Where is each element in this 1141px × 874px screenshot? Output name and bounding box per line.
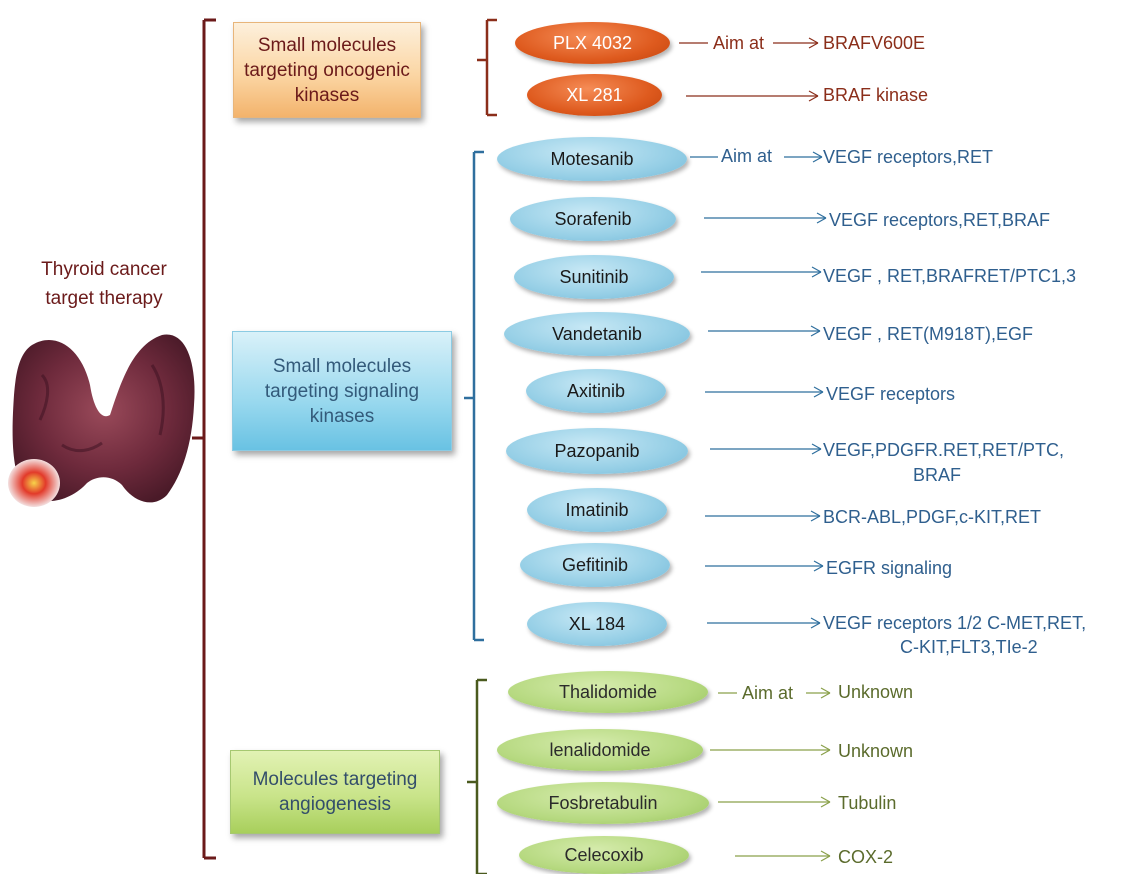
tumor-nodule (8, 459, 60, 507)
arrow-head (813, 565, 824, 572)
drug-name: Sunitinib (559, 266, 629, 287)
drug-name: XL 184 (568, 613, 626, 634)
drug-pill-sorafenib: Sorafenib (510, 197, 676, 241)
aim-at-label: Aim at (713, 33, 765, 53)
arrow-head (808, 90, 819, 97)
drug-name: PLX 4032 (552, 32, 633, 53)
arrow-head (812, 151, 823, 158)
drug-pill-vandetanib: Vandetanib (504, 312, 690, 356)
category-label: Small molecules targeting signaling kina… (264, 355, 420, 427)
arrow-head (813, 560, 824, 567)
target-label: BCR-ABL,PDGF,c-KIT,RET (823, 507, 1042, 527)
drug-pill-imatinib: Imatinib (527, 488, 667, 532)
arrow-head (808, 37, 819, 44)
drug-name: XL 281 (566, 84, 623, 105)
target-label: VEGF receptors,RET (823, 147, 994, 167)
drug-name: Gefitinib (561, 554, 629, 575)
drug-pill-thalidomide: Thalidomide (508, 671, 708, 713)
drug-name: Axitinib (566, 380, 626, 401)
arrow-head (810, 325, 821, 332)
arrow-head (808, 42, 819, 49)
arrow-head (808, 95, 819, 102)
arrow-head (810, 622, 821, 629)
drug-pill-motesanib: Motesanib (497, 137, 687, 181)
arrow-head (813, 391, 824, 398)
target-label: VEGF receptors (826, 384, 956, 404)
drug-pill-xl281: XL 281 (527, 74, 662, 116)
drug-name: Motesanib (550, 148, 634, 169)
category-box-oncogenic-kinases: Small molecules targeting oncogenic kina… (233, 22, 421, 118)
drug-pill-xl184: XL 184 (527, 602, 667, 646)
drug-pill-plx4032: PLX 4032 (515, 22, 670, 64)
category-label: Small molecules targeting oncogenic kina… (244, 34, 410, 106)
aim-at-label: Aim at (721, 146, 773, 166)
target-label: VEGF,PDGFR.RET,RET/PTC, (823, 440, 1065, 460)
root-title-line2: target therapy (45, 288, 163, 309)
drug-name: Thalidomide (558, 681, 658, 702)
drug-name: Celecoxib (564, 844, 644, 865)
drug-pill-lenalidomide: lenalidomide (497, 729, 703, 771)
category-box-angiogenesis: Molecules targeting angiogenesis (230, 750, 440, 834)
arrow-head (811, 443, 822, 450)
target-label: Unknown (838, 741, 914, 761)
arrow-head (810, 330, 821, 337)
target-label: VEGF receptors,RET,BRAF (829, 210, 1051, 230)
arrow-head (810, 617, 821, 624)
target-label: VEGF , RET(M918T),EGF (823, 324, 1034, 344)
thyroid-gland-illustration (8, 334, 195, 507)
drug-pill-gefitinib: Gefitinib (520, 543, 670, 587)
drug-pill-pazopanib: Pazopanib (506, 428, 688, 474)
arrow-head (811, 271, 822, 278)
arrow-head (820, 850, 831, 857)
drug-pill-sunitinib: Sunitinib (514, 255, 674, 299)
arrow-head (816, 217, 827, 224)
arrow-head (810, 510, 821, 517)
drug-pill-fosbretabulin: Fosbretabulin (497, 782, 709, 824)
arrow-head (811, 448, 822, 455)
target-label: BRAF kinase (823, 85, 929, 105)
arrow-head (820, 801, 831, 808)
drug-name: Vandetanib (552, 323, 642, 344)
target-label: VEGF , RET,BRAFRET/PTC1,3 (823, 266, 1077, 286)
arrow-head (812, 156, 823, 163)
target-label: Unknown (838, 682, 914, 702)
target-label: BRAFV600E (823, 33, 926, 53)
arrow-head (820, 796, 831, 803)
arrow-head (820, 855, 831, 862)
target-label-line2: C-KIT,FLT3,TIe-2 (900, 637, 1038, 657)
drug-name: Sorafenib (554, 208, 632, 229)
arrow-head (810, 515, 821, 522)
arrow-head (820, 744, 831, 751)
arrow-head (820, 692, 831, 699)
target-label: EGFR signaling (826, 558, 953, 578)
arrow-head (811, 266, 822, 273)
drug-pill-axitinib: Axitinib (526, 369, 666, 413)
root-title-line1: Thyroid cancer (41, 259, 167, 280)
category-label: Molecules targeting angiogenesis (252, 769, 418, 815)
arrow-head (820, 687, 831, 694)
drug-name: lenalidomide (549, 739, 651, 760)
target-label: VEGF receptors 1/2 C-MET,RET, (823, 613, 1087, 633)
aim-at-label: Aim at (742, 683, 794, 703)
target-label: COX-2 (838, 847, 894, 867)
target-label-line2: BRAF (913, 465, 962, 485)
arrow-head (820, 749, 831, 756)
target-label: Tubulin (838, 793, 897, 813)
drug-name: Pazopanib (554, 440, 640, 461)
category-box-signaling-kinases: Small molecules targeting signaling kina… (232, 331, 452, 451)
drug-name: Fosbretabulin (548, 792, 658, 813)
arrow-head (813, 386, 824, 393)
drug-pill-celecoxib: Celecoxib (519, 836, 689, 874)
arrow-head (816, 212, 827, 219)
root-title: Thyroid cancer target therapy (14, 255, 194, 313)
drug-name: Imatinib (565, 499, 629, 520)
